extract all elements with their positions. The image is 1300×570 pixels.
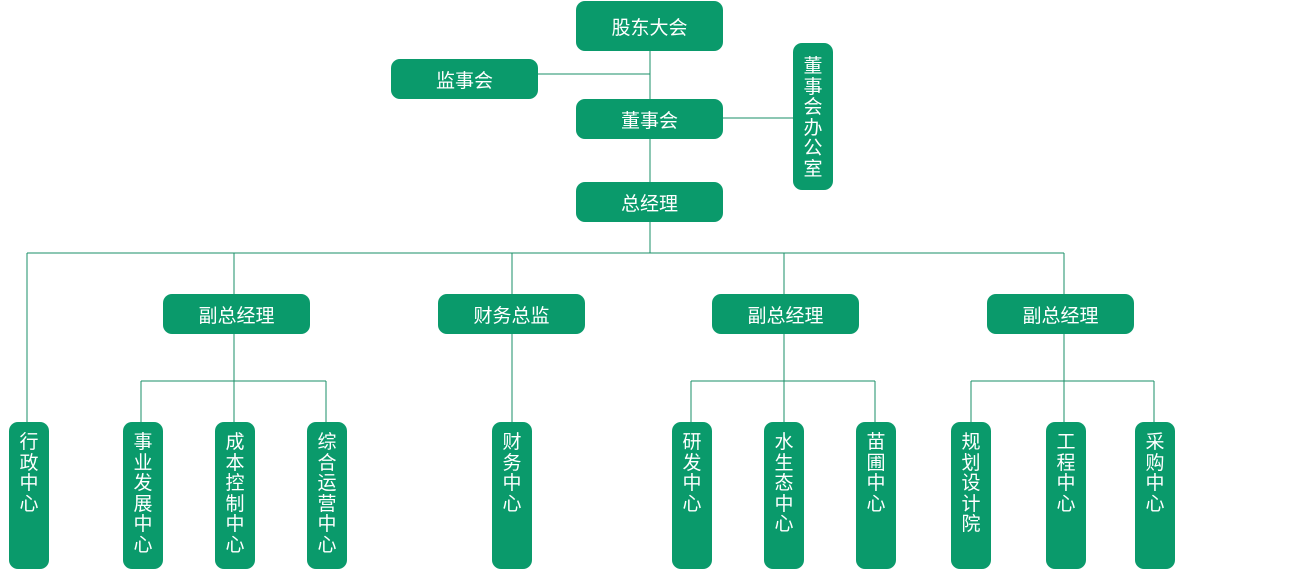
node-cost-control-center-label: 成本控制中心 <box>225 431 245 556</box>
node-business-development-center: 事业发展中心 <box>123 422 163 569</box>
node-engineering-center: 工程中心 <box>1046 422 1086 569</box>
node-vice-gm-1: 副总经理 <box>163 294 310 334</box>
node-water-ecology-center: 水生态中心 <box>764 422 804 569</box>
node-admin-center: 行政中心 <box>9 422 49 569</box>
node-nursery-center-label: 苗圃中心 <box>866 431 886 515</box>
node-general-manager: 总经理 <box>576 182 723 222</box>
node-cost-control-center: 成本控制中心 <box>215 422 255 569</box>
node-rnd-center-label: 研发中心 <box>682 431 702 515</box>
node-procurement-center: 采购中心 <box>1135 422 1175 569</box>
node-vice-gm-2: 副总经理 <box>712 294 859 334</box>
node-board-office: 董事会办公室 <box>793 43 833 190</box>
node-admin-center-label: 行政中心 <box>19 431 39 515</box>
node-cfo: 财务总监 <box>438 294 585 334</box>
node-business-development-center-label: 事业发展中心 <box>133 431 153 556</box>
node-rnd-center: 研发中心 <box>672 422 712 569</box>
node-supervisors: 监事会 <box>391 59 538 99</box>
node-engineering-center-label: 工程中心 <box>1056 431 1076 515</box>
node-operations-center-label: 综合运营中心 <box>317 431 337 556</box>
node-procurement-center-label: 采购中心 <box>1145 431 1165 515</box>
node-board-office-label: 董事会办公室 <box>803 55 823 180</box>
node-board: 董事会 <box>576 99 723 139</box>
node-shareholders: 股东大会 <box>576 1 723 51</box>
node-finance-center-label: 财务中心 <box>502 431 522 515</box>
node-planning-design-institute-label: 规划设计院 <box>961 431 981 535</box>
node-operations-center: 综合运营中心 <box>307 422 347 569</box>
node-finance-center: 财务中心 <box>492 422 532 569</box>
node-planning-design-institute: 规划设计院 <box>951 422 991 569</box>
node-vice-gm-3: 副总经理 <box>987 294 1134 334</box>
node-nursery-center: 苗圃中心 <box>856 422 896 569</box>
node-water-ecology-center-label: 水生态中心 <box>774 431 794 535</box>
